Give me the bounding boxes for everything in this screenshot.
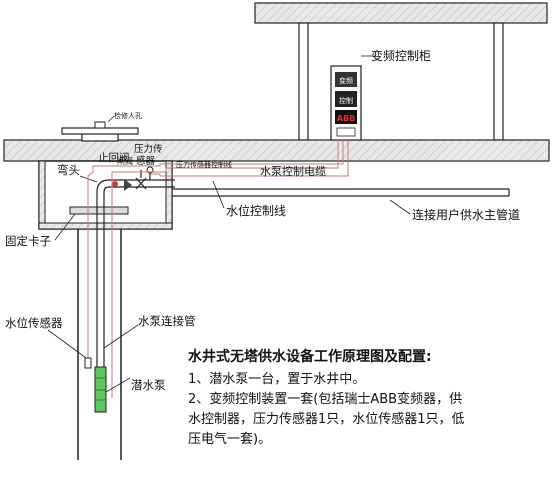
manhole-leader: [107, 115, 115, 123]
cabinet-panel-mid: [335, 91, 357, 107]
cabinet-logo-text: ABB: [337, 114, 355, 123]
note-item-1: 1、潜水泵一台，置于水井中。: [188, 372, 366, 387]
label-pump: 潜水泵: [131, 378, 166, 392]
label-level-cable: 水位控制线: [226, 203, 286, 218]
note-item-2: 2、变频控制装置一套(包括瑞士ABB变频器，供: [188, 392, 463, 407]
gate-valve: [135, 170, 147, 190]
elbow-marker: [112, 181, 118, 187]
pump-cable-line: [111, 140, 339, 398]
label-pressure-sensor-1: 压力传: [134, 143, 163, 155]
level-cable-leader: [212, 180, 225, 209]
fixing-clamp: [69, 206, 129, 215]
well-shaft: [77, 229, 122, 460]
manhole-cover: [61, 127, 139, 135]
label-pressure-cable: 压力传感器控制线: [176, 160, 232, 169]
level-sensor-leader: [47, 329, 87, 359]
cabinet-panel-top: [335, 72, 357, 87]
chamber-wall-right: [165, 160, 173, 230]
pump-pipe-leader: [103, 324, 139, 349]
clamp-leader: [54, 213, 76, 241]
level-cable-down: [87, 166, 94, 358]
label-cabinet: 变频控制柜: [371, 48, 431, 63]
cabinet-logo-plate: [335, 110, 357, 124]
elbow-inner: [103, 186, 120, 193]
note-item-3: 水控制器，压力传感器1只，水位传感器1只，低: [188, 412, 465, 427]
control-cabinet: 变频 控制 ABB: [330, 65, 362, 141]
ground-slab: [3, 139, 550, 162]
cables: [87, 140, 349, 398]
label-pressure-sensor-2: 感器: [136, 155, 156, 167]
pump-house: [254, 2, 548, 141]
label-check-valve: 止回阀: [98, 151, 130, 164]
label-elbow: 弯头: [57, 163, 80, 177]
cabinet-base: [336, 127, 356, 137]
label-clamp: 固定卡子: [5, 234, 51, 248]
cabinet-panel-top-text: 变频: [339, 76, 353, 85]
pump-leader: [105, 377, 131, 393]
manhole-handle: [94, 121, 106, 129]
check-valve-shape: [124, 179, 132, 191]
elbow-outer: [96, 179, 120, 193]
pump-riser-pipe: [96, 179, 175, 395]
gate-valve-shape: [135, 177, 147, 190]
pressure-cable-line: [93, 140, 344, 167]
label-main-pipe: 连接用户供水主管道: [412, 207, 520, 222]
house-wall-left: [298, 22, 309, 141]
level-cable-line: [150, 140, 349, 177]
main-pipe-leader: [389, 199, 411, 215]
label-pump-cable: 水泵控制电缆: [260, 164, 326, 178]
configuration-note: 水井式无塔供水设备工作原理图及配置: 1、潜水泵一台，置于水井中。 2、变频控制…: [188, 346, 548, 450]
label-level-sensor: 水位传感器: [5, 316, 63, 330]
water-level-sensor: [84, 357, 92, 369]
check-valve: [124, 179, 132, 191]
chamber-floor: [38, 222, 173, 230]
submersible-pump: [94, 366, 107, 413]
main-supply-pipe: [172, 188, 510, 197]
note-item-4: 压电气一套)。: [188, 432, 272, 447]
label-gate-valve: 闸阀: [117, 157, 133, 166]
house-wall-right: [493, 22, 504, 141]
cabinet-panel-mid-text: 控制: [339, 96, 353, 105]
label-manhole: 检修人孔: [114, 111, 142, 120]
label-pump-pipe: 水泵连接管: [138, 314, 196, 328]
house-roof: [254, 2, 548, 24]
level-sensor-body: [84, 357, 92, 369]
note-title: 水井式无塔供水设备工作原理图及配置:: [188, 349, 432, 365]
chamber-wall-left: [38, 160, 46, 230]
